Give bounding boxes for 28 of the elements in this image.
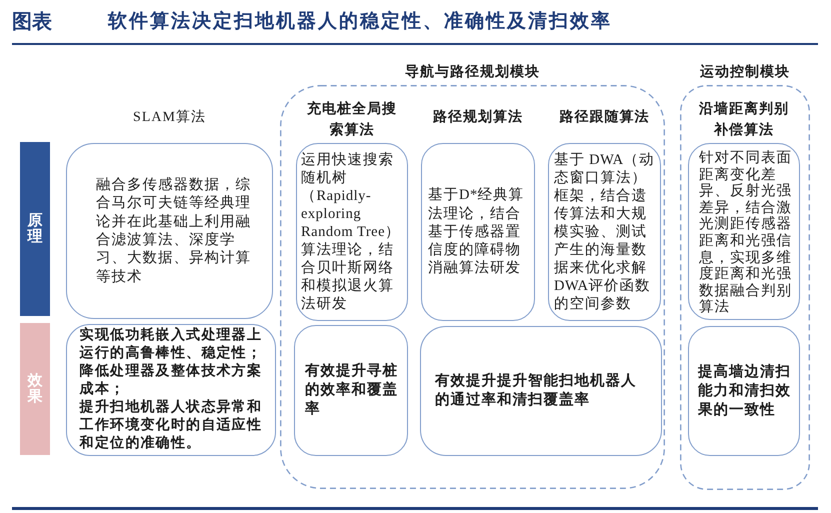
description-text: 针对不同表面距离变化差异、反射光强差异，结合激光测距传感器距离和光强信息，实现多维度距离和光强数据融合判别算法 (699, 150, 793, 316)
row-band (20, 142, 50, 316)
module-heading: 运动控制模块 (699, 63, 791, 82)
description-text: 融合多传感器数据，综合马尔可夫链等经典理论并在此基础上利用融合滤波算法、深度学习、大数据、异构计算等技术 (96, 176, 252, 286)
description-text: 运用快速搜索随机树（Rapidly-exploring Random Tree）算法理论，结合贝叶斯网络和模拟退火算法研发 (301, 151, 402, 313)
effect-text: 降低处理器及整体技术方案成本； (80, 363, 264, 399)
text-panel (66, 324, 276, 456)
text-panel (420, 326, 662, 456)
figure-title: 软件算法决定扫地机器人的稳定性、准确性及清扫效率 (108, 10, 612, 34)
text-panel (688, 326, 800, 456)
column-heading: 路径跟随算法 (558, 108, 650, 126)
column-heading: 充电桩全局搜索算法 (306, 100, 398, 140)
column-heading: SLAM算法 (132, 108, 207, 126)
description-text: 基于 DWA（动态窗口算法）框架，结合遗传算法和大规模实验、测试产生的海量数据来优化求解DWA评价函数的空间参数 (554, 151, 656, 313)
row-label: 原理 (28, 212, 42, 246)
column-heading: 路径规划算法 (432, 108, 524, 126)
text-panel (294, 325, 408, 456)
effect-text: 实现低功耗嵌入式处理器上运行的高鲁棒性、稳定性； (80, 327, 264, 362)
figure-label: 图表 (12, 10, 52, 35)
effect-text: 提高墙边清扫能力和清扫效果的一致性 (698, 362, 792, 420)
row-band (20, 323, 50, 455)
effect-text: 有效提升提升智能扫地机器人的通过率和清扫覆盖率 (435, 372, 638, 410)
module-heading: 导航与路径规划模块 (404, 62, 541, 82)
effect-text: 有效提升寻桩的效率和覆盖率 (305, 362, 399, 419)
effect-text: 提升扫地机器人状态异常和工作环境变化时的自适应性和定位的准确性。 (80, 399, 264, 453)
row-label: 效果 (28, 372, 42, 406)
description-text: 基于D*经典算法理论，结合基于传感器置信度的障碍物消融算法研发 (428, 186, 526, 278)
column-heading: 沿墙距离判别补偿算法 (698, 100, 790, 140)
